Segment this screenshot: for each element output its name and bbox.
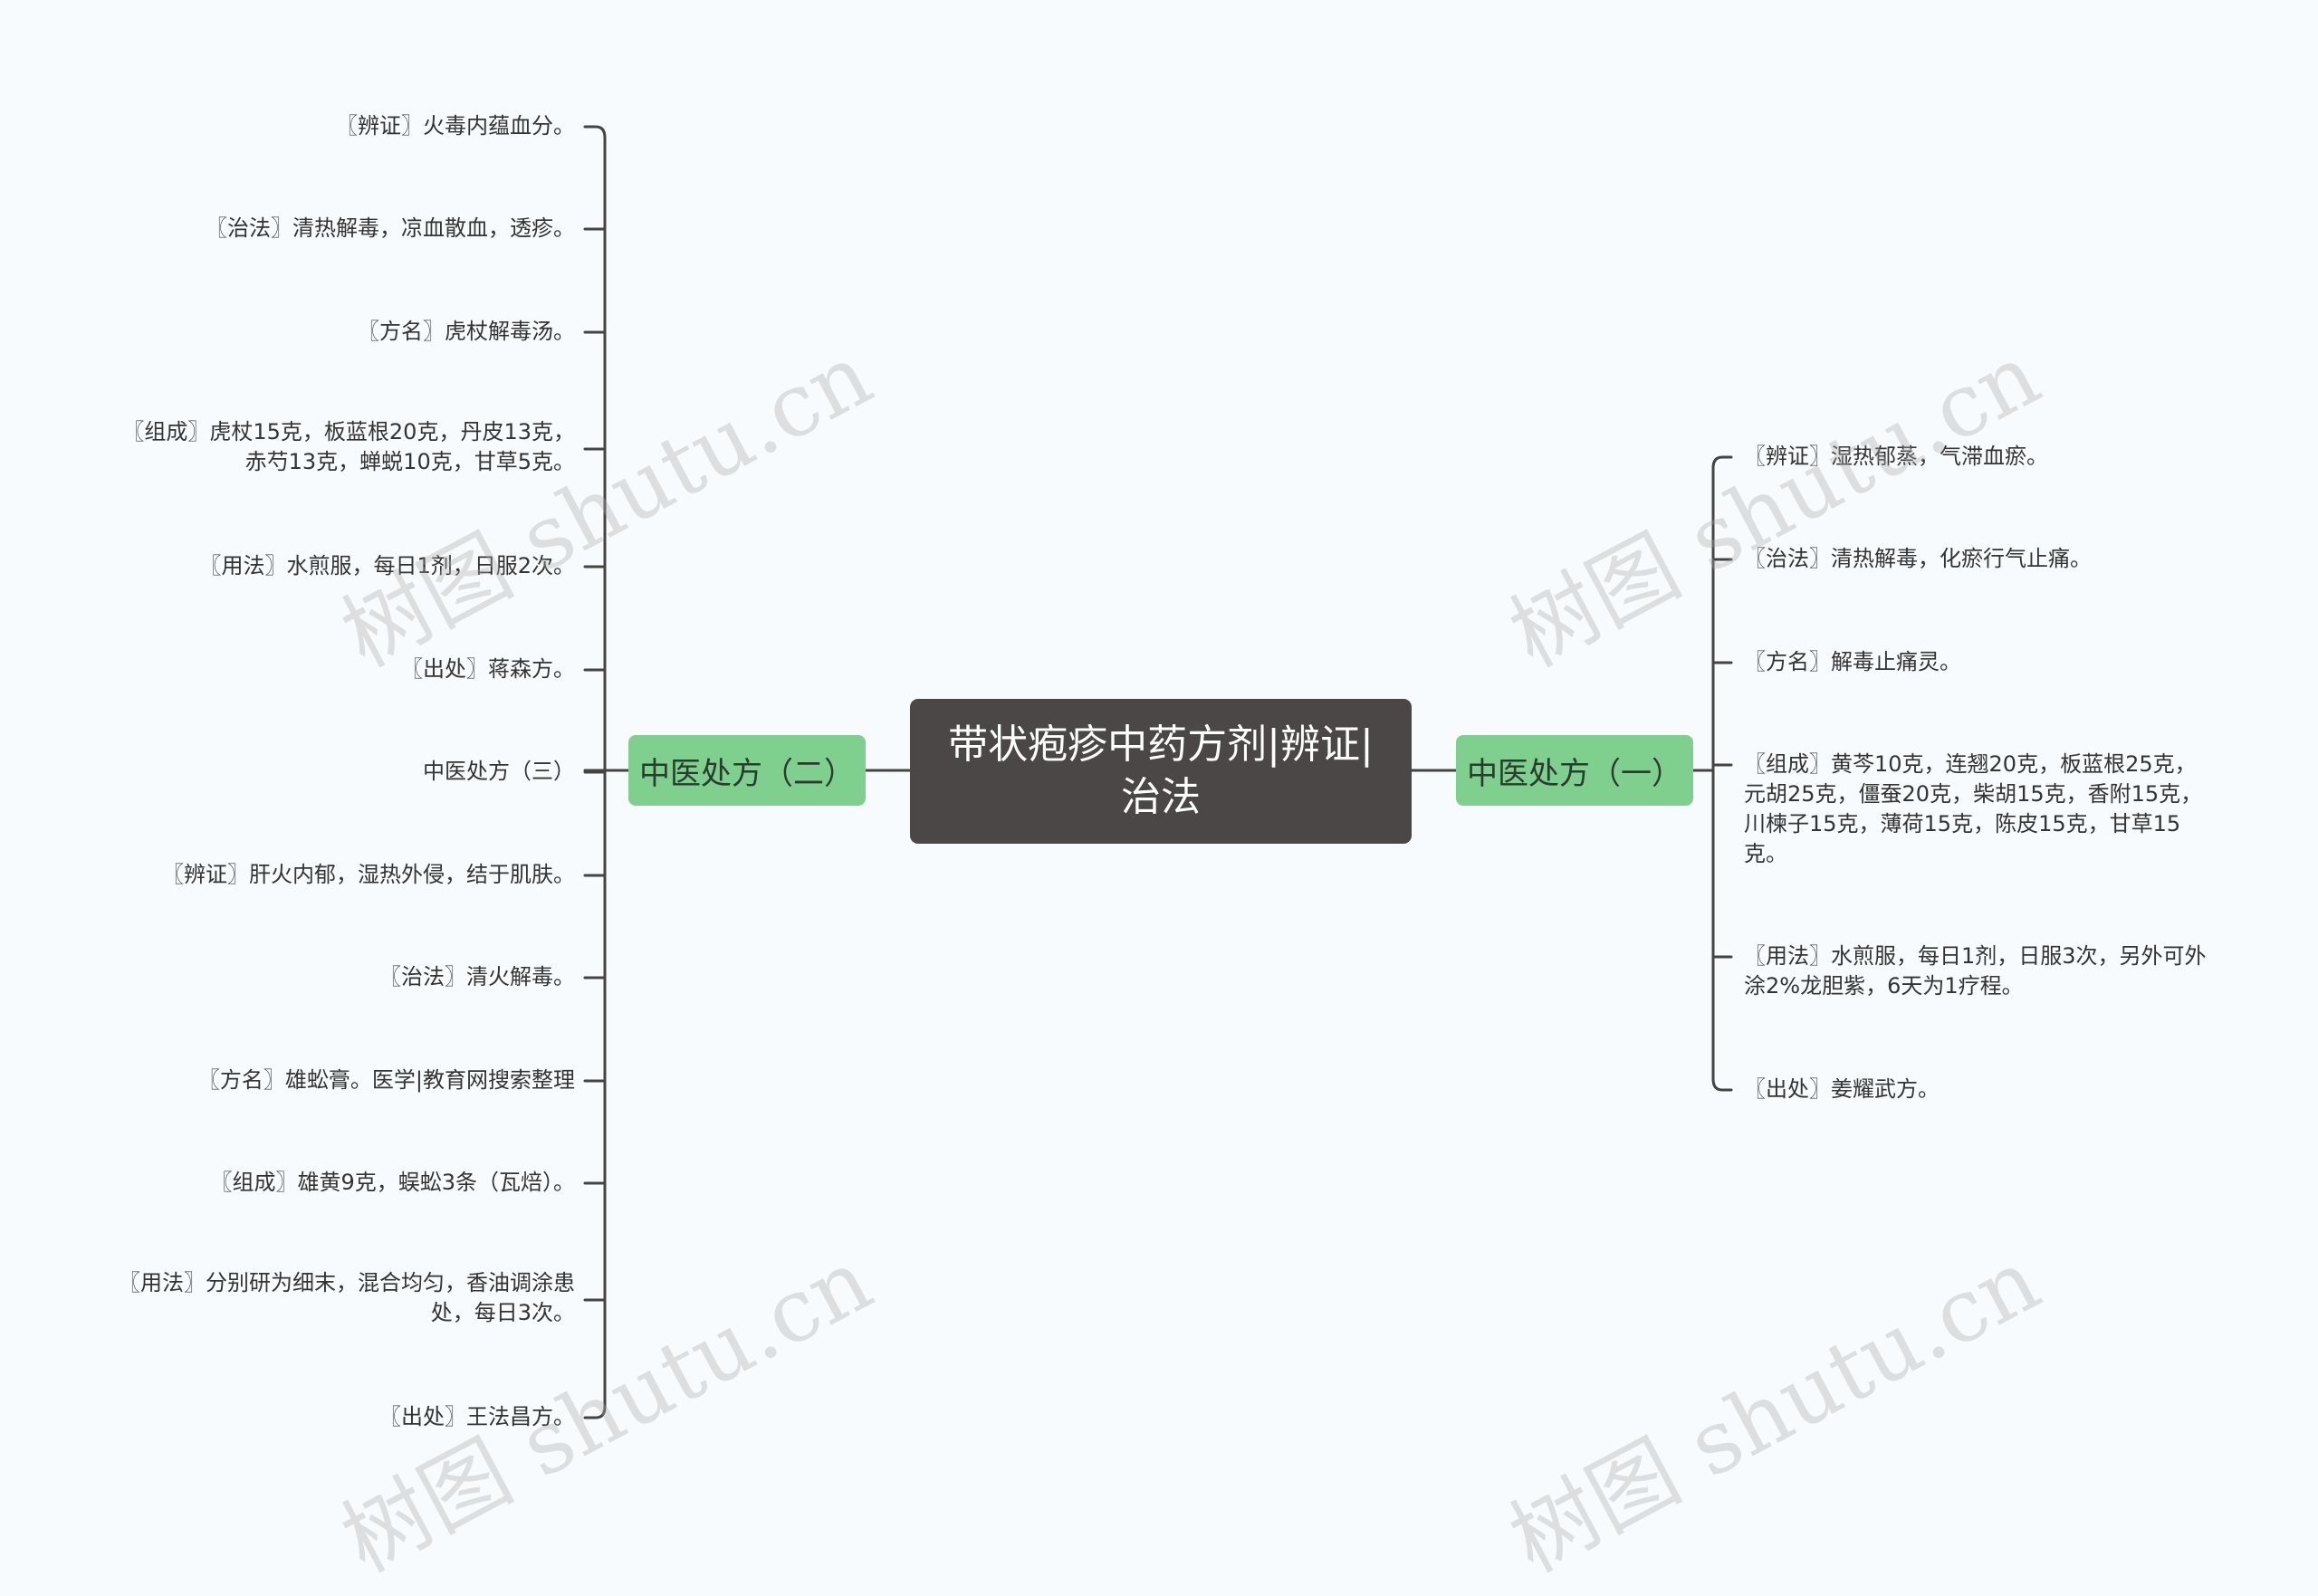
left-leaf-4[interactable]: 〖组成〗虎杖15克，板蓝根20克，丹皮13克，赤芍13克，蝉蜕10克，甘草5克。: [122, 419, 575, 474]
left-leaf-connector-1: [583, 125, 607, 139]
left-leaf-13[interactable]: 〖出处〗王法昌方。: [379, 1404, 575, 1429]
right-leaf-1[interactable]: 〖辨证〗湿热郁蒸，气滞血瘀。: [1744, 444, 2048, 469]
branch-left[interactable]: 中医处方（二）: [628, 735, 866, 806]
branch-right[interactable]: 中医处方（一）: [1456, 735, 1693, 806]
left-leaf-2[interactable]: 〖治法〗清热解毒，凉血散血，透疹。: [206, 215, 575, 241]
branch-left-label: 中医处方（二）: [639, 755, 855, 792]
left-leaf-12[interactable]: 〖用法〗分别研为细末，混合均匀，香油调涂患处，每日3次。: [119, 1270, 575, 1325]
root-topic-text: 带状疱疹中药方剂|辨证|治法: [948, 722, 1374, 820]
right-leaf-6[interactable]: 〖出处〗姜耀武方。: [1744, 1076, 1940, 1102]
root-topic[interactable]: 带状疱疹中药方剂|辨证|治法: [910, 699, 1412, 844]
mind-map: 带状疱疹中药方剂|辨证|治法 中医处方（二） 中医处方（一） 〖辨证〗火毒内蕴血…: [119, 113, 2207, 1591]
left-leaf-10[interactable]: 〖方名〗雄蚣膏。医学|教育网搜索整理: [197, 1067, 575, 1093]
left-leaf-5[interactable]: 〖用法〗水煎服，每日1剂，日服2次。: [199, 553, 575, 578]
right-leaf-5[interactable]: 〖用法〗水煎服，每日1剂，日服3次，另外可外涂2%龙胆紫，6天为1疗程。: [1744, 943, 2207, 999]
right-leaf-connector-6: [1711, 1077, 1733, 1092]
left-leaf-7[interactable]: 中医处方（三）: [423, 759, 575, 784]
right-leaf-4[interactable]: 〖组成〗黄芩10克，连翘20克，板蓝根25克，元胡25克，僵蚕20克，柴胡15克…: [1744, 751, 2203, 866]
right-leaf-2[interactable]: 〖治法〗清热解毒，化瘀行气止痛。: [1744, 546, 2092, 571]
left-leaf-3[interactable]: 〖方名〗虎杖解毒汤。: [358, 319, 575, 344]
left-leaf-1[interactable]: 〖辨证〗火毒内蕴血分。: [336, 113, 575, 139]
right-leaf-3[interactable]: 〖方名〗解毒止痛灵。: [1744, 649, 1961, 674]
right-leaf-connector-1: [1711, 455, 1733, 470]
left-leaf-connector-13: [583, 1405, 607, 1419]
branch-right-label: 中医处方（一）: [1467, 755, 1682, 792]
left-leaf-11[interactable]: 〖组成〗雄黄9克，蜈蚣3条（瓦焙）。: [210, 1170, 575, 1195]
left-leaf-8[interactable]: 〖辨证〗肝火内郁，湿热外侵，结于肌肤。: [162, 862, 575, 887]
left-leaf-6[interactable]: 〖出处〗蒋森方。: [401, 656, 575, 682]
left-leaf-9[interactable]: 〖治法〗清火解毒。: [379, 964, 575, 989]
connector-lines: [583, 125, 1733, 1419]
